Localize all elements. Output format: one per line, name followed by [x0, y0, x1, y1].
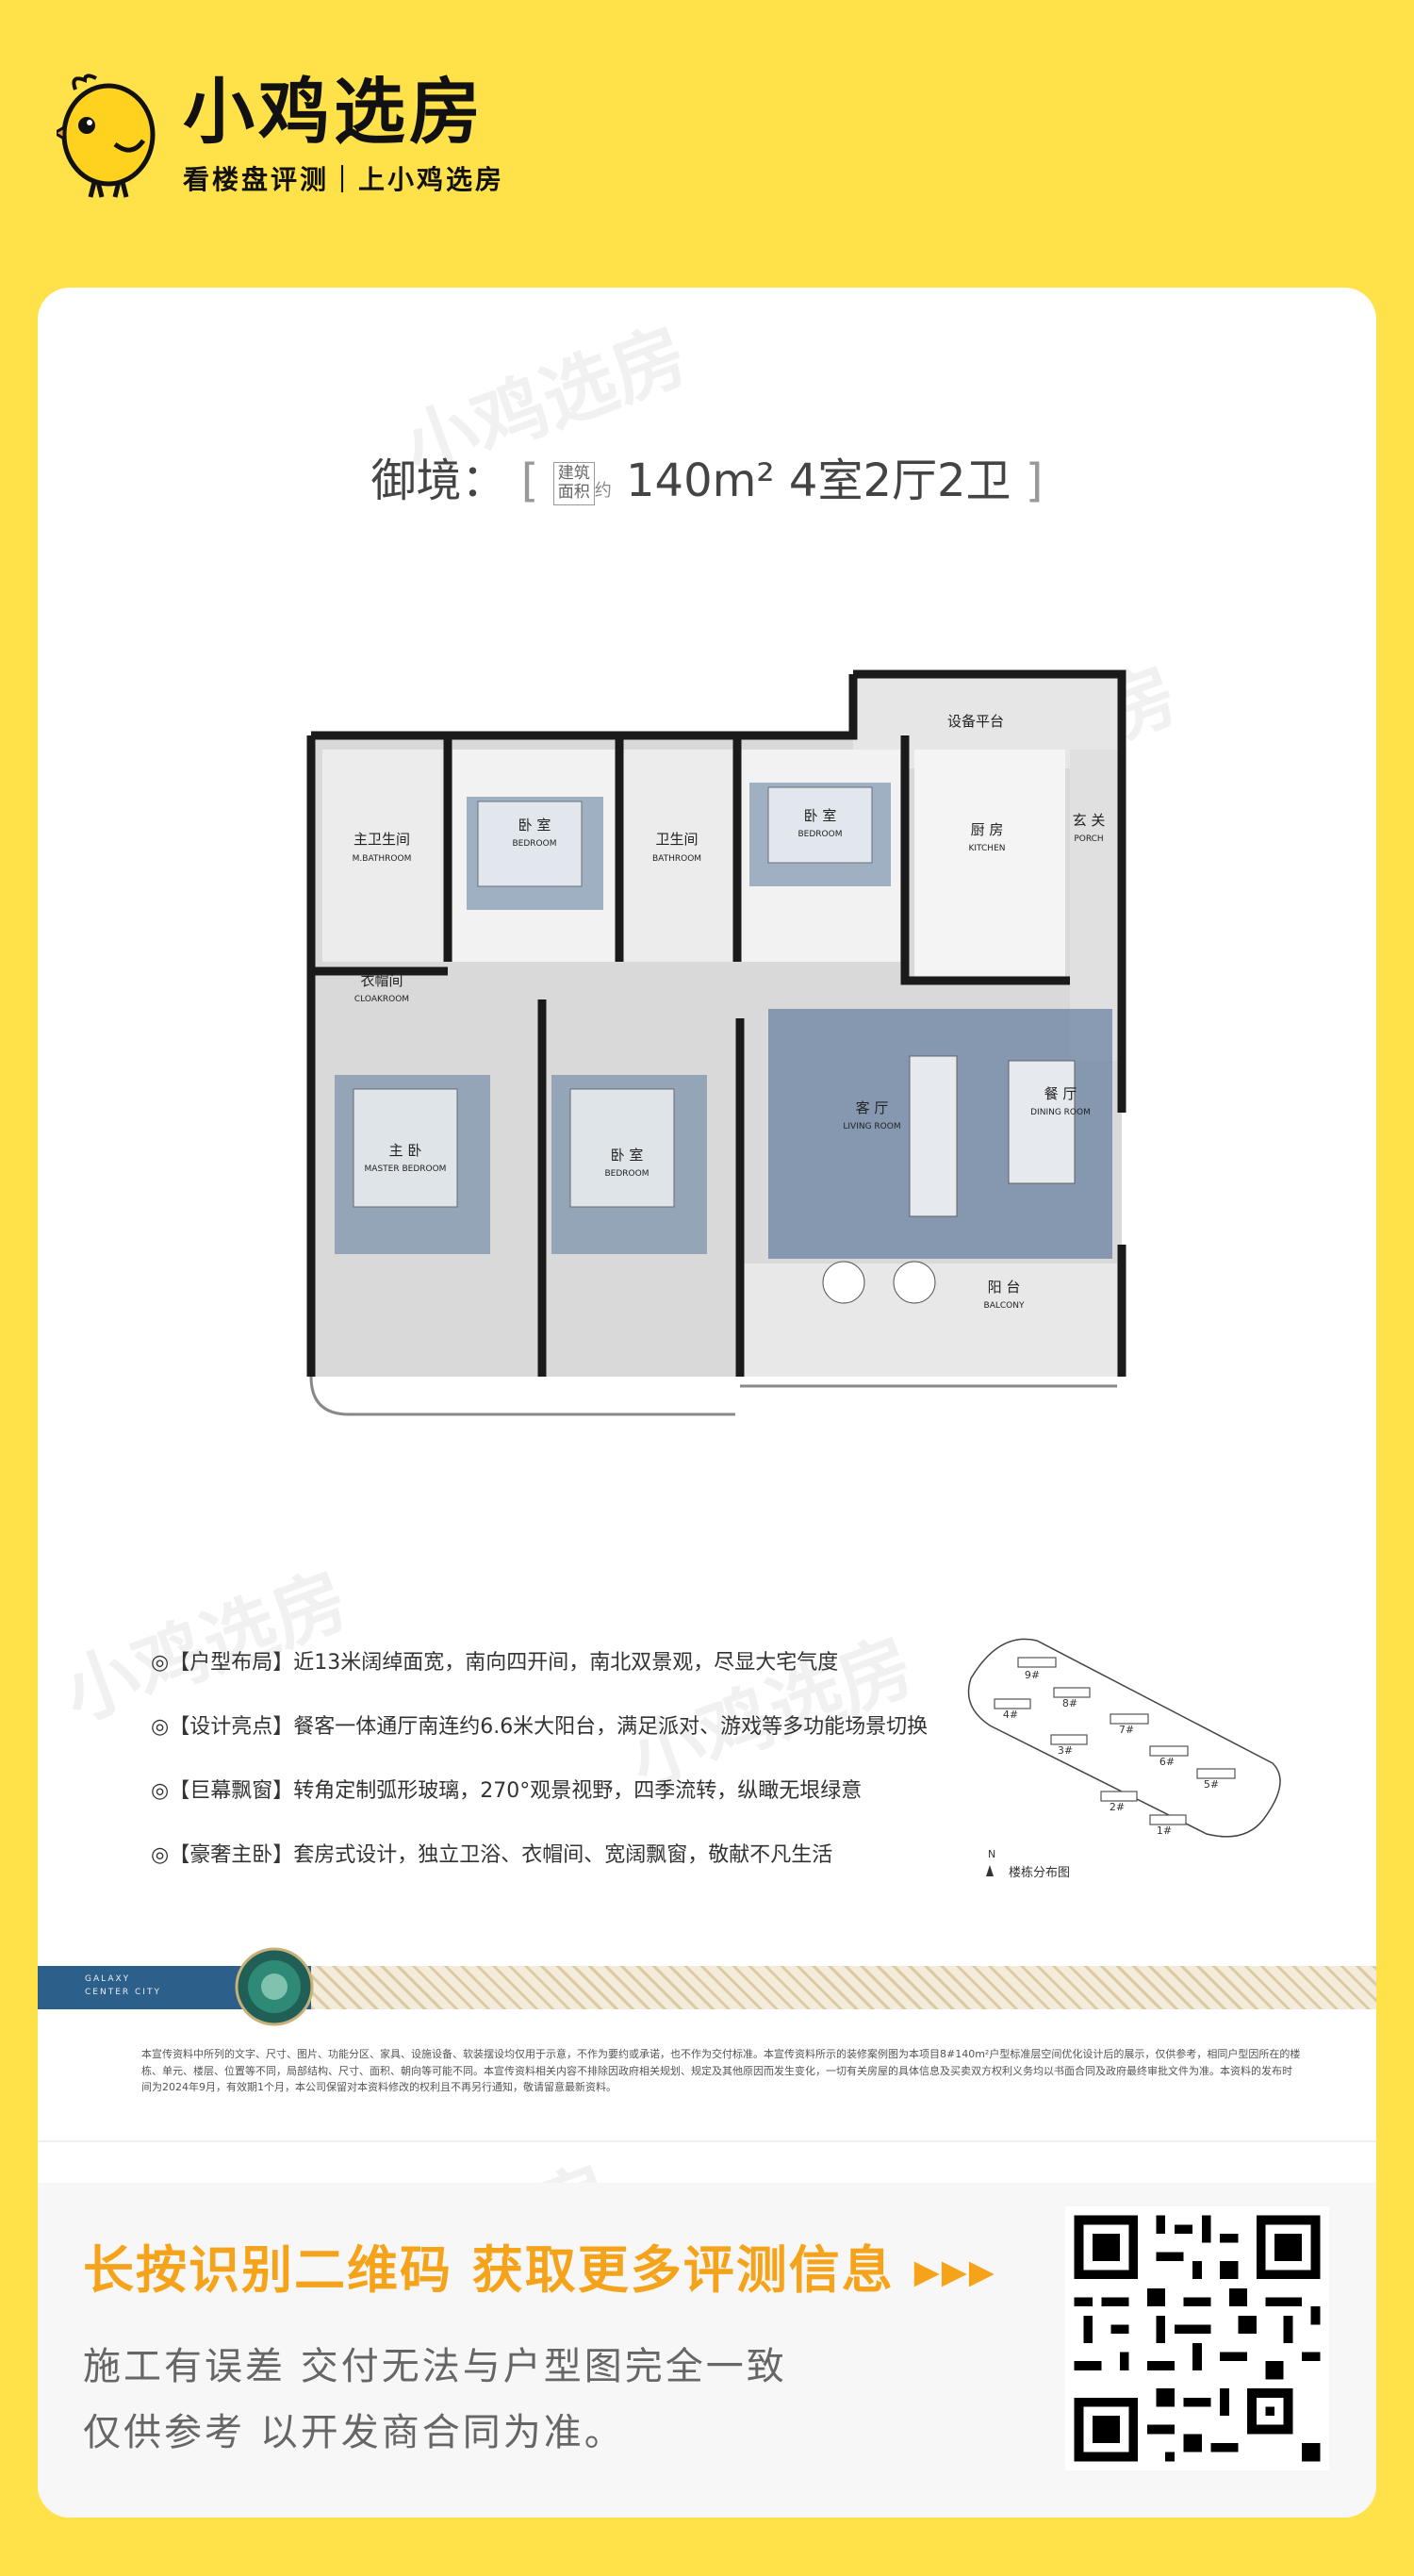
divider — [38, 2140, 1376, 2142]
svg-text:DINING ROOM: DINING ROOM — [1030, 1108, 1091, 1117]
svg-text:BEDROOM: BEDROOM — [605, 1169, 649, 1179]
svg-text:厨 房: 厨 房 — [971, 821, 1004, 838]
keyplan-caption: 楼栋分布图 — [1009, 1865, 1070, 1880]
svg-text:玄 关: 玄 关 — [1073, 812, 1106, 829]
decorative-band: GALAXY CENTER CITY — [38, 1947, 1376, 2026]
svg-text:客 厅: 客 厅 — [856, 1099, 889, 1116]
svg-text:阳 台: 阳 台 — [988, 1279, 1021, 1296]
layout-value: 4室2厅2卫 — [788, 454, 1011, 507]
cta-title: 长按识别二维码 获取更多评测信息 ▸▸▸ — [83, 2240, 996, 2300]
svg-text:设备平台: 设备平台 — [947, 713, 1004, 730]
brand-slogan: 看楼盘评测｜上小鸡选房 — [183, 164, 505, 195]
svg-text:1#: 1# — [1157, 1825, 1172, 1837]
feature-master: ◎【豪奢主卧】套房式设计，独立卫浴、衣帽间、宽阔飘窗，敬献不凡生活 — [151, 1843, 833, 1867]
svg-text:BEDROOM: BEDROOM — [798, 830, 843, 839]
svg-text:主 卧: 主 卧 — [389, 1142, 422, 1159]
svg-text:MASTER BEDROOM: MASTER BEDROOM — [365, 1164, 447, 1174]
svg-text:主卫生间: 主卫生间 — [354, 831, 410, 848]
feature-window: ◎【巨幕飘窗】转角定制弧形玻璃，270°观景视野，四季流转，纵瞰无垠绿意 — [151, 1779, 863, 1803]
svg-text:M.BATHROOM: M.BATHROOM — [353, 854, 412, 864]
area-tag-suffix: 约 — [594, 481, 612, 501]
svg-text:7#: 7# — [1119, 1724, 1134, 1736]
svg-text:PORCH: PORCH — [1074, 834, 1103, 844]
brand-name: 小鸡选房 — [183, 70, 485, 154]
svg-text:4#: 4# — [1003, 1709, 1018, 1721]
svg-text:KITCHEN: KITCHEN — [969, 844, 1006, 853]
svg-text:2#: 2# — [1110, 1801, 1125, 1813]
north-indicator: N — [988, 1848, 995, 1860]
svg-text:5#: 5# — [1204, 1778, 1219, 1791]
svg-text:衣帽间: 衣帽间 — [360, 972, 403, 989]
jade-emblem-icon — [231, 1943, 318, 2030]
qr-code[interactable] — [1065, 2206, 1329, 2470]
svg-text:BATHROOM: BATHROOM — [652, 854, 701, 864]
cta-note-2: 仅供参考 以开发商合同为准。 — [83, 2411, 625, 2454]
svg-text:6#: 6# — [1159, 1756, 1175, 1768]
cta-note-1: 施工有误差 交付无法与户型图完全一致 — [83, 2345, 787, 2388]
svg-text:卧 室: 卧 室 — [518, 817, 551, 834]
svg-text:BEDROOM: BEDROOM — [513, 839, 557, 849]
feature-highlight: ◎【设计亮点】餐客一体通厅南连约6.6米大阳台，满足派对、游戏等多功能场景切换 — [151, 1715, 929, 1739]
disclaimer-text: 本宣传资料中所列的文字、尺寸、图片、功能分区、家具、设施设备、软装摆设均仅用于示… — [141, 2048, 1301, 2094]
svg-text:LIVING ROOM: LIVING ROOM — [843, 1122, 900, 1131]
svg-text:卧 室: 卧 室 — [611, 1147, 644, 1164]
feature-layout: ◎【户型布局】近13米阔绰面宽，南向四开间，南北双景观，尽显大宅气度 — [151, 1651, 839, 1675]
floor-plan: 主卫生间 M.BATHROOM 卧 室 BEDROOM 卫生间 BATHROOM… — [259, 660, 1183, 1433]
svg-text:餐 厅: 餐 厅 — [1044, 1085, 1077, 1102]
svg-text:卧 室: 卧 室 — [804, 807, 837, 824]
svg-text:8#: 8# — [1062, 1697, 1077, 1709]
cta-section: 长按识别二维码 获取更多评测信息 ▸▸▸ 施工有误差 交付无法与户型图完全一致 … — [38, 2183, 1376, 2518]
svg-text:3#: 3# — [1058, 1744, 1073, 1757]
area-value: 140m² — [626, 454, 775, 507]
svg-text:9#: 9# — [1025, 1669, 1040, 1681]
plan-title: 御境： [ 建筑面积约 140m² 4室2厅2卫 ] — [370, 454, 1044, 507]
chick-logo-icon — [52, 71, 160, 203]
svg-text:卫生间: 卫生间 — [655, 831, 698, 848]
project-name: 御境： — [370, 454, 507, 507]
brand-header: 小鸡选房 看楼盘评测｜上小鸡选房 — [52, 70, 505, 203]
band-pattern — [311, 1966, 1376, 2009]
svg-text:CLOAKROOM: CLOAKROOM — [354, 995, 409, 1004]
area-tag: 建筑面积 — [552, 462, 595, 505]
svg-text:BALCONY: BALCONY — [984, 1301, 1025, 1311]
building-keyplan: 9# 4# 8# 7# 3# 6# 5# 2# 1# N 楼栋分布图 — [962, 1622, 1310, 1886]
